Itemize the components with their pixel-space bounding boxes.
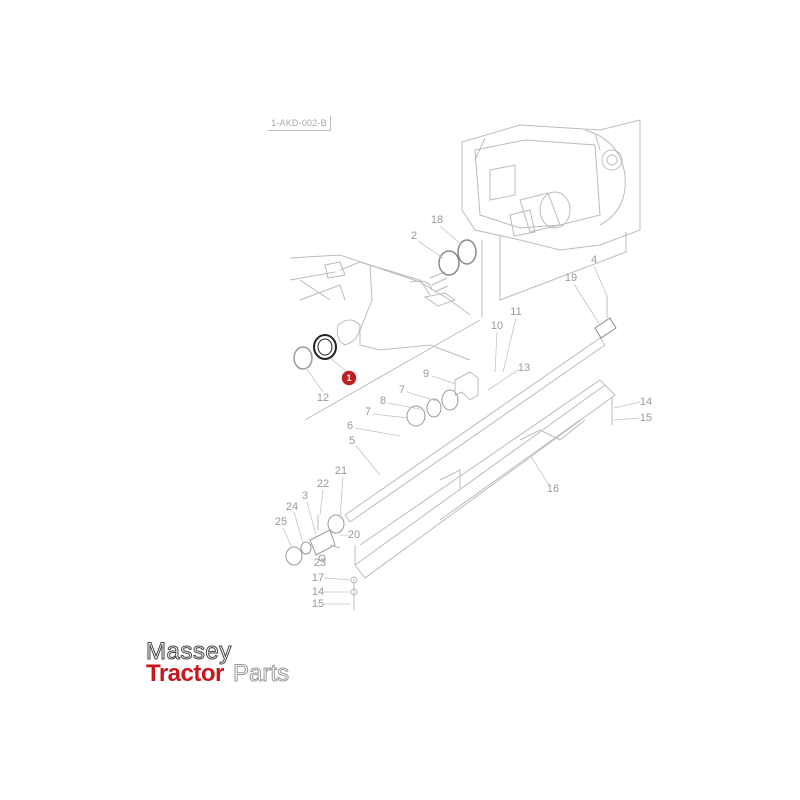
diagram-reference-code: 1-AKD-002-B [268,116,331,131]
callout-part-9[interactable]: 9 [422,368,430,380]
callout-part-19[interactable]: 19 [564,272,578,284]
massey-tractor-parts-logo: Massey Tractor Parts [146,638,306,688]
shaft-guard-16-drawing [354,379,616,579]
callout-part-21[interactable]: 21 [334,465,348,477]
logo-tractor-text: Tractor [146,660,224,687]
seal-12-drawing [293,346,313,370]
callout-part-13[interactable]: 13 [517,362,531,374]
oring-1-highlighted-drawing [313,334,337,360]
callout-part-11[interactable]: 11 [510,306,522,318]
callout-part-15[interactable]: 15 [311,598,325,610]
callout-part-6[interactable]: 6 [346,420,354,432]
logo-massey-text: Massey [146,638,232,665]
callout-part-4[interactable]: 4 [590,254,598,266]
callout-part-23[interactable]: 23 [313,557,327,569]
callout-part-14[interactable]: 14 [639,396,653,408]
callout-part-17[interactable]: 17 [311,572,325,584]
callout-part-12[interactable]: 12 [316,392,330,404]
callout-part-18[interactable]: 18 [430,214,444,226]
callout-part-10[interactable]: 10 [490,320,504,332]
callout-part-20[interactable]: 20 [347,529,361,541]
driveshaft-5-drawing [344,337,606,523]
callout-part-16[interactable]: 16 [546,483,560,495]
callout-part-24[interactable]: 24 [285,501,299,513]
callout-part-5[interactable]: 5 [348,435,356,447]
seal-ring-2-drawing [438,250,460,276]
callout-part-7[interactable]: 7 [364,406,372,418]
transmission-housing-drawing [461,119,641,251]
callout-part-22[interactable]: 22 [316,478,330,490]
callout-part-3[interactable]: 3 [301,490,309,502]
callout-part-15[interactable]: 15 [639,412,653,424]
callout-part-1-highlighted[interactable]: 1 [342,371,356,385]
axle-housing-drawing [289,254,481,421]
callout-part-25[interactable]: 25 [274,516,288,528]
callout-part-14[interactable]: 14 [311,586,325,598]
callout-part-7[interactable]: 7 [398,384,406,396]
logo-parts-text: Parts [232,660,290,687]
seal-ring-18-drawing [457,239,477,265]
callout-part-8[interactable]: 8 [379,395,387,407]
callout-part-2[interactable]: 2 [410,230,418,242]
